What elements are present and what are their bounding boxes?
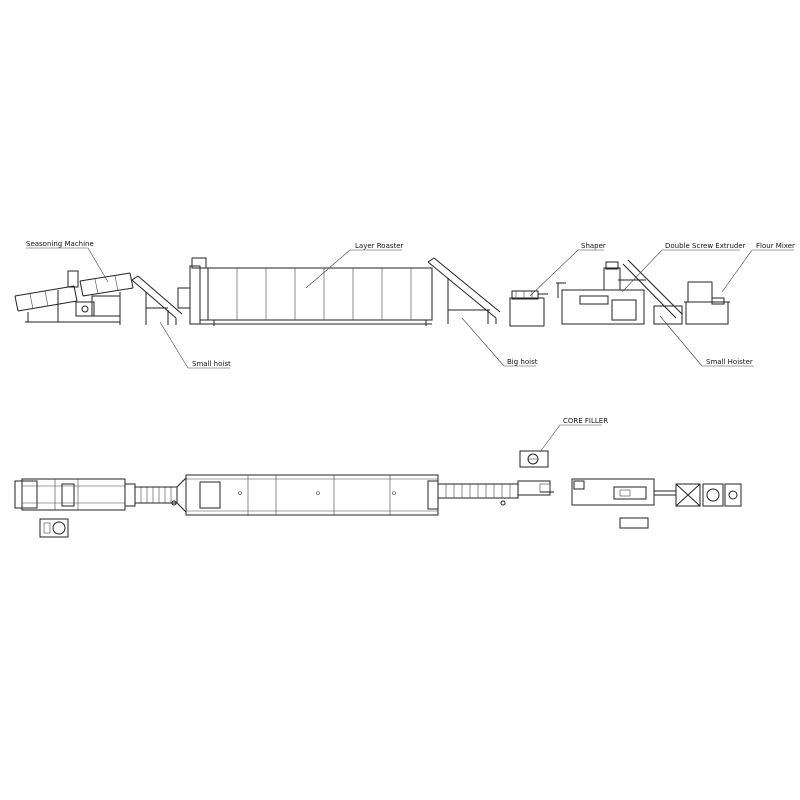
flour-mixer <box>684 281 730 325</box>
core-filler-plan <box>519 450 549 468</box>
label-double-screw-extruder: Double Screw Extruder <box>665 242 746 250</box>
double-screw-extruder <box>556 261 646 325</box>
layer-roaster <box>177 257 433 326</box>
flour-mixer-plan <box>675 483 742 507</box>
label-core-filler: CORE FILLER <box>563 417 608 425</box>
label-small-hoister: Small Hoister <box>706 358 753 366</box>
label-small-hoist: Small hoist <box>192 360 231 368</box>
small-hoister <box>622 259 683 325</box>
shaper-plan <box>517 480 554 496</box>
label-seasoning-machine: Seasoning Machine <box>26 240 94 248</box>
label-shaper: Shaper <box>581 242 606 250</box>
small-hoist <box>131 275 183 325</box>
seasoning-machine <box>14 270 134 325</box>
big-hoist-plan <box>437 483 519 506</box>
small-hoist-plan <box>134 486 178 504</box>
seasoning-machine-plan <box>14 478 136 511</box>
shaper <box>509 290 548 327</box>
layer-roaster-plan <box>171 474 439 516</box>
motor-unit-plan <box>39 518 69 538</box>
label-big-hoist: Big hoist <box>507 358 538 366</box>
double-screw-extruder-plan <box>571 478 676 529</box>
big-hoist <box>427 257 501 324</box>
label-flour-mixer: Flour Mixer <box>756 242 795 250</box>
label-layer-roaster: Layer Roaster <box>355 242 404 250</box>
